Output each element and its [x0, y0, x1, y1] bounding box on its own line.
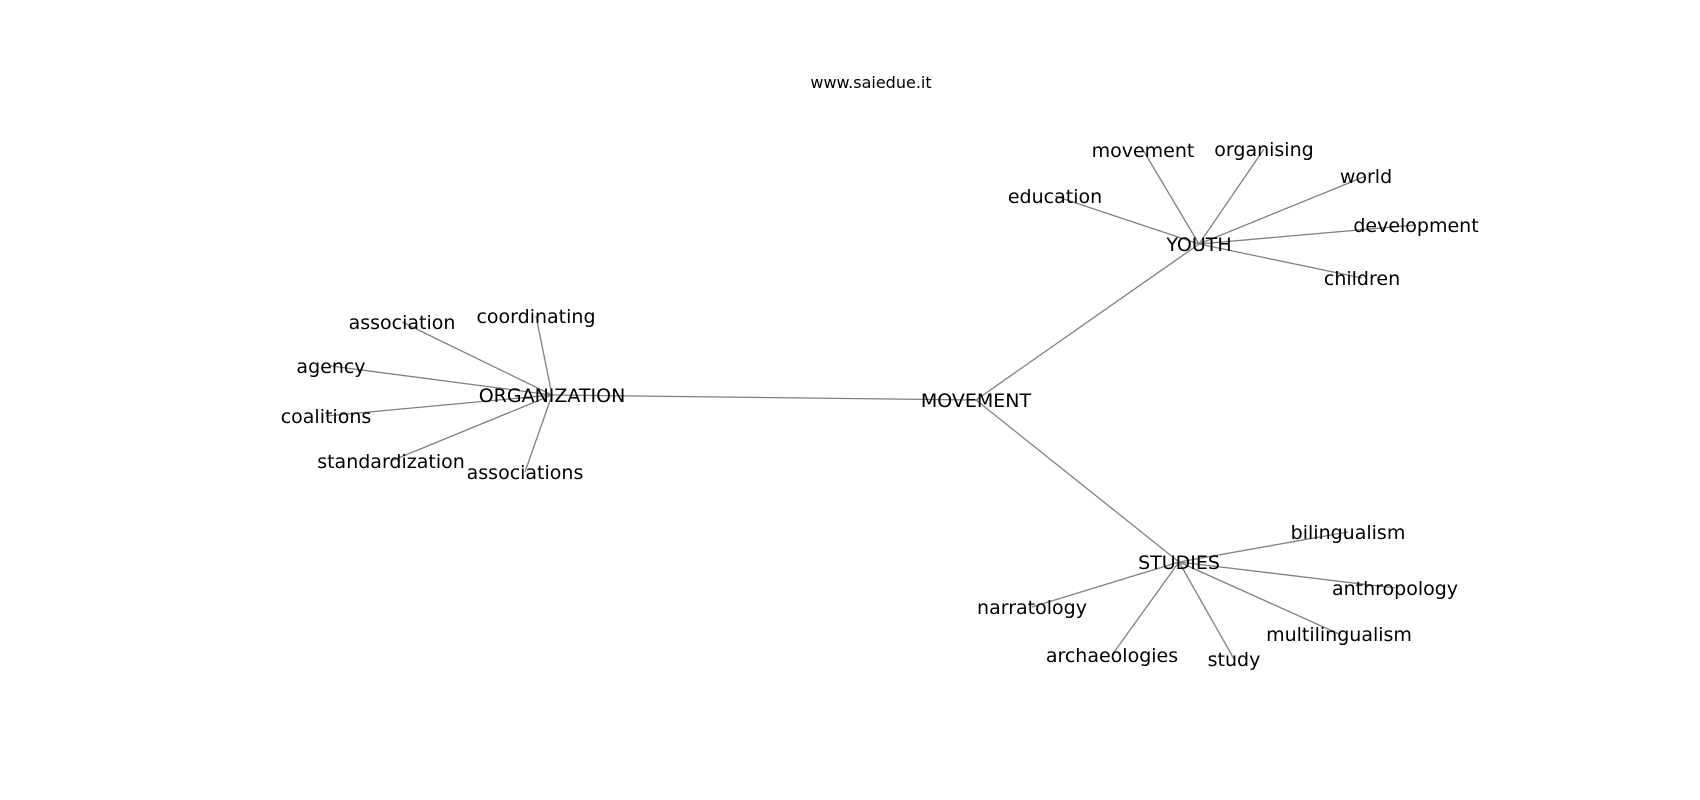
node-leaf-children: children: [1324, 268, 1400, 290]
edge-youth-to-world: [1198, 175, 1367, 245]
node-leaf-organising: organising: [1214, 139, 1313, 161]
edges-layer: [325, 148, 1417, 660]
edge-studies-to-multilingualism: [1178, 561, 1340, 635]
watermark-text: www.saiedue.it: [810, 73, 931, 92]
node-hub-studies: STUDIES: [1138, 552, 1220, 574]
edge-youth-to-children: [1198, 243, 1363, 279]
edge-organization-to-coordinating: [535, 315, 553, 396]
node-leaf-movement: movement: [1092, 140, 1195, 162]
edge-youth-to-development: [1198, 224, 1417, 245]
node-leaf-associations: associations: [467, 462, 584, 484]
node-leaf-study: study: [1208, 649, 1261, 671]
edge-studies-to-narratology: [1031, 561, 1180, 608]
node-leaf-bilingualism: bilingualism: [1291, 522, 1406, 544]
edge-studies-to-bilingualism: [1178, 531, 1349, 563]
edge-organization-to-coalitions: [325, 394, 553, 417]
node-leaf-coalitions: coalitions: [281, 406, 372, 428]
node-leaf-development: development: [1353, 215, 1478, 237]
node-hub-youth: YOUTH: [1165, 234, 1231, 256]
edge-youth-to-education: [1054, 195, 1200, 245]
node-leaf-narratology: narratology: [977, 597, 1087, 619]
node-leaf-archaeologies: archaeologies: [1046, 645, 1178, 667]
node-leaf-multilingualism: multilingualism: [1266, 624, 1412, 646]
edge-youth-to-organising: [1198, 148, 1265, 245]
node-leaf-standardization: standardization: [317, 451, 465, 473]
node-leaf-world: world: [1340, 166, 1392, 188]
edge-root-to-youth: [975, 243, 1200, 401]
edge-studies-to-study: [1178, 561, 1235, 660]
node-leaf-agency: agency: [296, 356, 365, 378]
node-leaf-education: education: [1008, 186, 1102, 208]
edge-root-to-studies: [975, 399, 1180, 563]
edge-studies-to-archaeologies: [1111, 561, 1180, 656]
edge-organization-to-association: [401, 321, 553, 396]
node-leaf-anthropology: anthropology: [1332, 578, 1458, 600]
edge-youth-to-movement: [1142, 149, 1200, 245]
node-leaf-association: association: [349, 312, 456, 334]
edge-studies-to-anthropology: [1178, 561, 1396, 589]
edge-root-to-organization: [551, 394, 977, 401]
node-leaf-coordinating: coordinating: [476, 306, 595, 328]
edge-organization-to-associations: [524, 394, 553, 473]
node-root: MOVEMENT: [921, 390, 1032, 412]
node-hub-organization: ORGANIZATION: [479, 385, 626, 407]
edge-organization-to-agency: [330, 365, 553, 396]
edge-organization-to-standardization: [390, 394, 553, 462]
labels-layer: MOVEMENT YOUTH movement organising world deve…: [281, 139, 1479, 671]
